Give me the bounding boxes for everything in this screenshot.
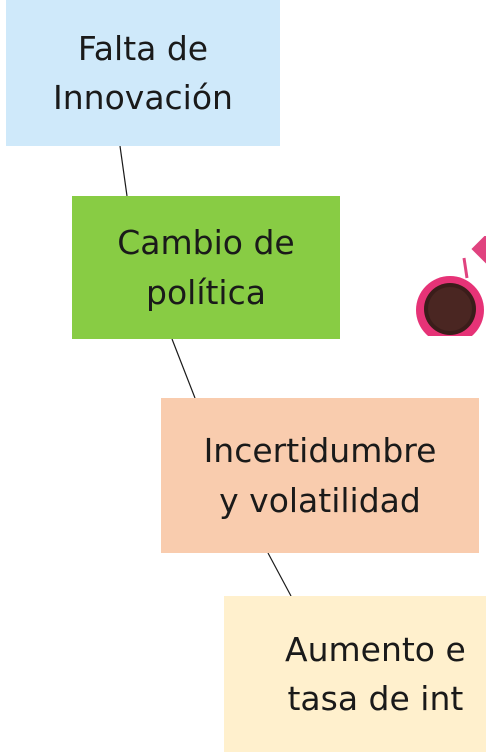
edge-falta-cambio bbox=[119, 145, 128, 197]
cup-foam bbox=[428, 287, 472, 331]
edge-cambio-incertidumbre bbox=[171, 338, 196, 399]
node-incertidumbre-y-volatilidad: Incertidumbre y volatilidad bbox=[161, 398, 479, 553]
coffee-cup-icon bbox=[410, 236, 486, 336]
cup-handle bbox=[462, 257, 469, 279]
edge-incertidumbre-aumento bbox=[267, 552, 292, 597]
node-aumento-tasa-de-interes: Aumento e tasa de int bbox=[224, 596, 486, 752]
node-falta-de-innovacion: Falta de Innovación bbox=[6, 0, 280, 146]
cup-accent-shape bbox=[471, 236, 486, 265]
node-cambio-de-politica: Cambio de política bbox=[72, 196, 340, 339]
